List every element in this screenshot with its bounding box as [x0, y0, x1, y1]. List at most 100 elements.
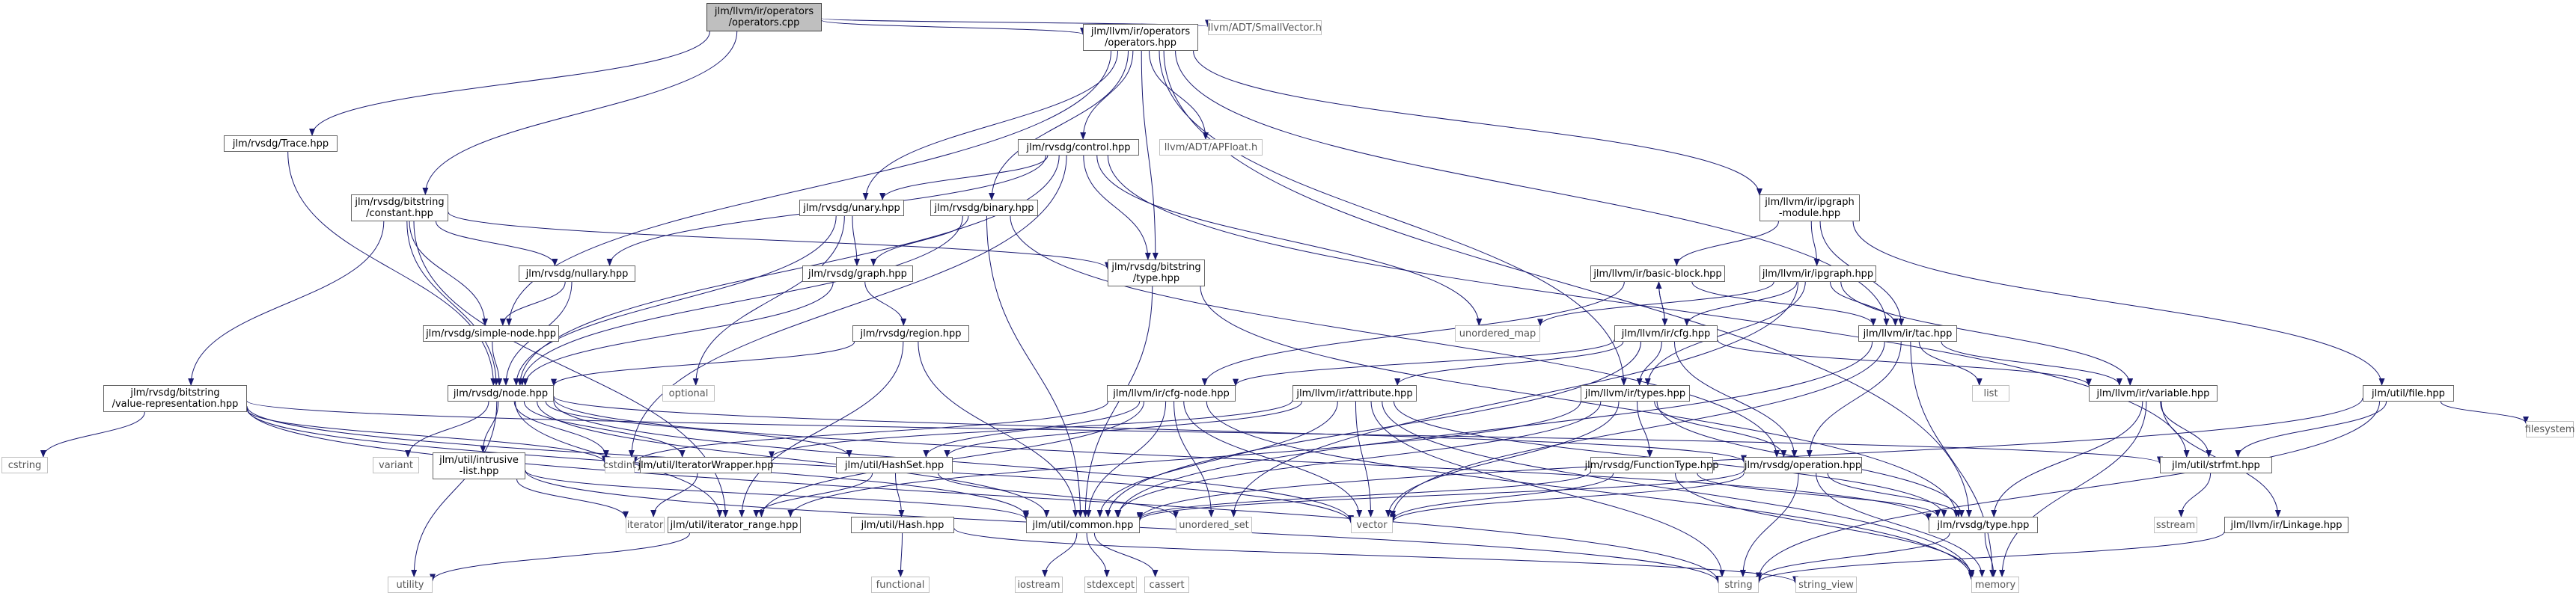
edge-basic-block-to-cfg-node	[1201, 281, 1625, 386]
edge-bitconst-to-bittype	[448, 212, 1111, 270]
node-vector: vector	[1351, 517, 1393, 533]
node-optional: optional	[662, 385, 715, 402]
edge-attribute-to-hashset	[944, 401, 1303, 458]
node-label: jlm/llvm/ir/tac.hpp	[1863, 328, 1953, 340]
edge-ipgraph-module-to-file	[1852, 221, 2385, 386]
node-tac[interactable]: jlm/llvm/ir/tac.hpp	[1858, 325, 1957, 342]
edge-intrusive-list-to-common	[525, 470, 1029, 520]
edge-node-to-utility	[411, 401, 498, 577]
edge-operation-to-vector	[1390, 473, 1745, 523]
node-cfg-node[interactable]: jlm/llvm/ir/cfg-node.hpp	[1107, 385, 1236, 402]
edge-bitvalrep-to-cstring	[40, 411, 145, 458]
node-binary[interactable]: jlm/rvsdg/binary.hpp	[930, 200, 1038, 216]
node-cassert: cassert	[1144, 577, 1189, 593]
node-rvsdg-type[interactable]: jlm/rvsdg/type.hpp	[1929, 517, 2038, 533]
edge-tac-to-variable	[1941, 341, 2122, 386]
edge-attribute-to-common	[1096, 401, 1338, 517]
node-operation[interactable]: jlm/rvsdg/operation.hpp	[1744, 457, 1862, 473]
node-filesystem: filesystem	[2525, 421, 2575, 437]
node-graph[interactable]: jlm/rvsdg/graph.hpp	[802, 265, 913, 282]
edge-ipgraph-to-tac	[1830, 281, 1899, 326]
node-intrusive-list[interactable]: jlm/util/intrusive-list.hpp	[433, 452, 525, 479]
node-sstream: sstream	[2154, 517, 2197, 533]
node-operators-hpp[interactable]: jlm/llvm/ir/operators/operators.hpp	[1083, 24, 1198, 51]
node-bitconst[interactable]: jlm/rvsdg/bitstring/constant.hpp	[351, 194, 448, 221]
edge-ipgraph-module-to-basic-block	[1673, 221, 1779, 266]
edge-variable-to-strfmt	[2160, 401, 2212, 458]
node-label: stdexcept	[1087, 579, 1135, 591]
edge-region-to-iterator-range	[739, 341, 904, 517]
node-ipgraph[interactable]: jlm/llvm/ir/ipgraph.hpp	[1759, 265, 1876, 282]
edge-cfg-to-operation	[1673, 341, 1798, 458]
edge-ipgraph-to-variable	[1840, 281, 2134, 386]
node-attribute[interactable]: jlm/llvm/ir/attribute.hpp	[1292, 385, 1417, 402]
node-types[interactable]: jlm/llvm/ir/types.hpp	[1581, 385, 1690, 402]
node-bitvalrep[interactable]: jlm/rvsdg/bitstring/value-representation…	[103, 385, 247, 412]
node-label: string_view	[1798, 579, 1854, 591]
node-label: iterator	[626, 519, 664, 531]
node-cstdint: cstdint	[603, 457, 636, 473]
edge-function-type-to-common	[1137, 471, 1591, 520]
edge-types-to-vector	[1385, 401, 1620, 517]
edge-node-to-operation	[553, 396, 1747, 463]
edge-strfmt-to-sstream	[2178, 473, 2212, 517]
edge-linkage-to-string	[1756, 531, 2225, 584]
node-string-view: string_view	[1795, 577, 1857, 593]
node-label: jlm/llvm/ir/attribute.hpp	[1296, 387, 1413, 399]
node-node[interactable]: jlm/rvsdg/node.hpp	[448, 385, 554, 402]
edge-intrusive-list-to-iterator	[516, 479, 629, 519]
edge-tac-to-operation	[1806, 341, 1902, 458]
edge-node-to-iterator-wrapper	[523, 401, 686, 458]
node-control[interactable]: jlm/rvsdg/control.hpp	[1018, 139, 1139, 156]
node-function-type[interactable]: jlm/rvsdg/FunctionType.hpp	[1585, 457, 1719, 473]
node-linkage[interactable]: jlm/llvm/ir/Linkage.hpp	[2224, 517, 2348, 533]
edge-tac-to-list	[1918, 341, 1983, 386]
node-label: cstring	[7, 459, 42, 471]
node-file[interactable]: jlm/util/file.hpp	[2363, 385, 2454, 402]
node-strfmt[interactable]: jlm/util/strfmt.hpp	[2160, 457, 2272, 473]
node-label: jlm/util/IteratorWrapper.hpp	[638, 459, 774, 471]
edge-operators-hpp-to-rvsdg-type	[1163, 50, 1972, 517]
edge-operation-to-string	[1739, 473, 1799, 577]
node-hash[interactable]: jlm/util/Hash.hpp	[851, 517, 954, 533]
node-label: llvm/ADT/SmallVector.h	[1208, 22, 1322, 34]
node-hashset[interactable]: jlm/util/HashSet.hpp	[836, 457, 953, 473]
node-nullary[interactable]: jlm/rvsdg/nullary.hpp	[519, 265, 635, 282]
node-bittype[interactable]: jlm/rvsdg/bitstring/type.hpp	[1108, 259, 1205, 286]
node-variable[interactable]: jlm/llvm/ir/variable.hpp	[2089, 385, 2218, 402]
edge-nullary-to-simple-node	[499, 281, 566, 326]
edge-attribute-to-string	[1370, 401, 1725, 577]
node-functional: functional	[871, 577, 930, 593]
node-basic-block[interactable]: jlm/llvm/ir/basic-block.hpp	[1590, 265, 1725, 282]
node-variant: variant	[373, 457, 419, 473]
node-label: jlm/llvm/ir/operators	[1090, 26, 1191, 37]
node-label: string	[1724, 579, 1753, 591]
node-label: jlm/rvsdg/FunctionType.hpp	[1584, 459, 1719, 471]
edge-cfg-to-variable	[1717, 340, 2092, 387]
node-ipgraph-module[interactable]: jlm/llvm/ir/ipgraph-module.hpp	[1759, 194, 1860, 221]
edge-common-to-iostream	[1042, 532, 1078, 577]
node-stdexcept: stdexcept	[1084, 577, 1137, 593]
node-trace[interactable]: jlm/rvsdg/Trace.hpp	[224, 135, 338, 152]
node-iterator-range[interactable]: jlm/util/iterator_range.hpp	[668, 517, 801, 533]
node-label: jlm/llvm/ir/variable.hpp	[2096, 387, 2210, 399]
node-common[interactable]: jlm/util/common.hpp	[1026, 517, 1140, 533]
edge-control-to-bittype	[1083, 155, 1151, 260]
node-label: sstream	[2155, 519, 2196, 531]
edge-types-to-iterator-range	[787, 401, 1581, 517]
edge-unary-to-node	[513, 215, 837, 386]
node-iterator-wrapper[interactable]: jlm/util/IteratorWrapper.hpp	[638, 457, 774, 473]
edge-operators-hpp-to-apfloat	[1149, 50, 1209, 140]
node-simple-node[interactable]: jlm/rvsdg/simple-node.hpp	[423, 325, 559, 342]
edge-hashset-to-hash	[895, 473, 905, 517]
edge-cfg-to-basic-block	[1655, 281, 1665, 326]
edge-cfg-to-attribute	[1394, 341, 1624, 386]
node-cfg[interactable]: jlm/llvm/ir/cfg.hpp	[1614, 325, 1718, 342]
node-unary[interactable]: jlm/rvsdg/unary.hpp	[799, 200, 904, 216]
edge-operators-hpp-to-binary	[989, 50, 1129, 200]
node-label: jlm/llvm/ir/types.hpp	[1584, 387, 1686, 399]
node-region[interactable]: jlm/rvsdg/region.hpp	[852, 325, 969, 342]
edge-ipgraph-to-cfg	[1683, 281, 1798, 326]
node-label: jlm/util/common.hpp	[1032, 519, 1134, 531]
